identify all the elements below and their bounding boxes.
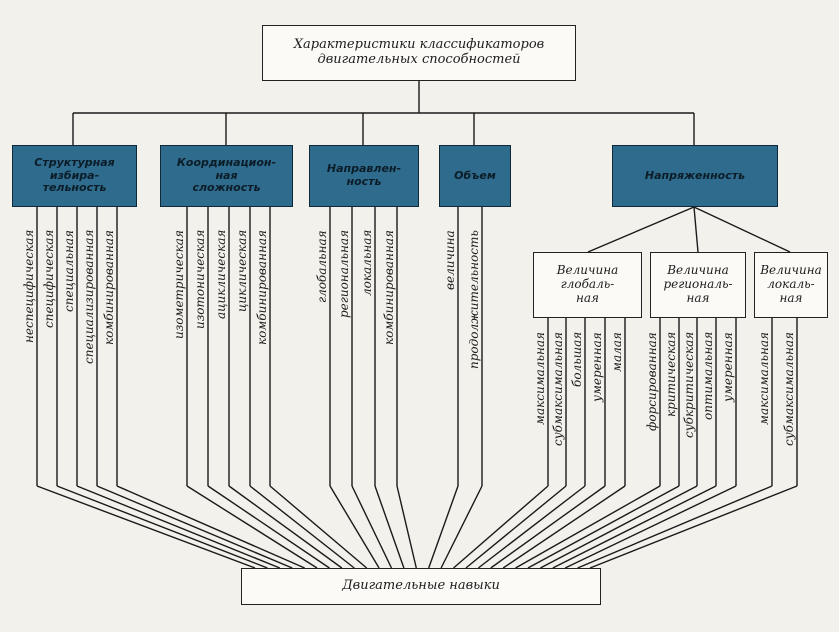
item-label: специфическая: [42, 229, 56, 328]
item-label: изометрическая: [172, 230, 186, 339]
intensity-to-regional: [693, 206, 699, 253]
motor-skills-box: Двигательные навыки: [241, 568, 601, 605]
converge-line: [56, 485, 268, 569]
converge-line: [477, 485, 586, 569]
category-coordination-complexity: Координацион- ная сложность: [160, 145, 293, 207]
converge-line: [228, 485, 343, 569]
converge-line: [428, 485, 459, 569]
converge-line: [207, 485, 330, 569]
item-label: циклическая: [235, 229, 249, 312]
subcategory-local-magnitude: Величина локаль- ная: [754, 252, 828, 318]
category-direction: Направлен- ность: [309, 145, 419, 207]
item-label: оптимальная: [701, 331, 715, 420]
converge-line: [515, 485, 661, 569]
converge-line: [249, 485, 355, 569]
item-label: неспецифическая: [22, 229, 36, 343]
item-label: комбинированная: [102, 230, 116, 345]
converge-line: [396, 485, 417, 569]
item-label: максимальная: [533, 332, 547, 425]
item-label: умеренная: [590, 332, 604, 402]
item-label: форсированная: [645, 332, 659, 431]
converge-line: [490, 485, 606, 569]
converge-line: [186, 485, 318, 569]
item-label: специальная: [62, 230, 76, 312]
item-label: большая: [570, 331, 584, 387]
converge-line: [329, 485, 380, 569]
item-label: комбинированная: [382, 230, 396, 345]
converge-line: [374, 485, 405, 569]
intensity-to-local: [693, 206, 791, 253]
item-label: максимальная: [757, 332, 771, 425]
converge-line: [96, 485, 293, 569]
item-label: региональная: [337, 229, 351, 318]
converge-line: [527, 485, 680, 569]
converge-line: [589, 485, 798, 569]
item-label: локальная: [360, 229, 374, 296]
category-structural-selectivity: Структурная избира- тельность: [12, 145, 137, 207]
converge-line: [564, 485, 737, 569]
converge-line: [76, 485, 281, 569]
item-label: ациклическая: [214, 229, 228, 319]
item-label: специализированная: [82, 229, 96, 364]
converge-line: [552, 485, 717, 569]
item-label: комбинированная: [255, 230, 269, 345]
subcategory-global-magnitude: Величина глобаль- ная: [533, 252, 642, 318]
item-label: изотоническая: [193, 229, 207, 329]
item-label: умеренная: [721, 332, 735, 402]
converge-line: [36, 485, 256, 569]
converge-line: [502, 485, 626, 569]
converge-line: [116, 485, 305, 569]
category-volume: Объем: [439, 145, 511, 207]
converge-line: [577, 485, 773, 569]
item-label: субмаксимальная: [551, 331, 565, 446]
converge-line: [465, 485, 567, 569]
item-label: величина: [443, 230, 457, 290]
converge-line: [440, 485, 483, 569]
item-label: субкритическая: [682, 331, 696, 438]
converge-line: [351, 485, 393, 569]
item-label: продолжительность: [467, 230, 481, 369]
converge-line: [453, 485, 549, 569]
item-label: субмаксимальная: [782, 331, 796, 446]
item-label: критическая: [664, 331, 678, 417]
converge-line: [540, 485, 698, 569]
converge-line: [269, 485, 368, 569]
item-label: малая: [610, 332, 624, 372]
intensity-to-global: [587, 206, 695, 253]
subcategory-regional-magnitude: Величина региональ- ная: [650, 252, 746, 318]
category-intensity: Напряженность: [612, 145, 778, 207]
item-label: глобальная: [315, 230, 329, 303]
title-box: Характеристики классификаторов двигатель…: [262, 25, 576, 81]
